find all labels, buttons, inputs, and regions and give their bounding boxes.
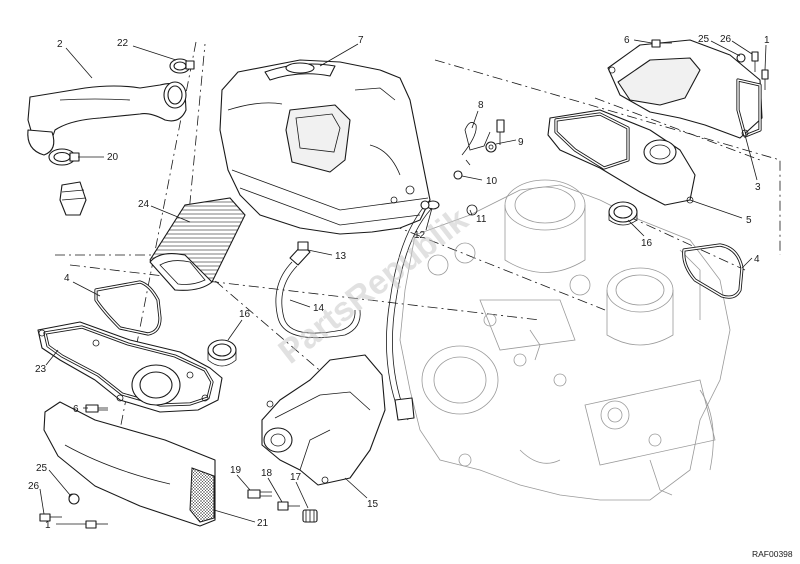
callout-17: 17 xyxy=(290,472,302,483)
callout-3: 3 xyxy=(755,182,761,193)
callout-20: 20 xyxy=(107,152,119,163)
callout-16-left: 16 xyxy=(239,309,251,320)
air-filter xyxy=(149,197,246,291)
sensor-fitting xyxy=(59,181,87,216)
callout-leader-lines xyxy=(39,39,767,525)
drain-hose xyxy=(386,199,440,421)
fasteners-left xyxy=(39,493,108,529)
side-cover-panel xyxy=(43,401,216,527)
callout-4-left: 4 xyxy=(64,273,70,284)
hose-clamp-lower xyxy=(48,148,80,166)
callout-25-left: 25 xyxy=(36,463,48,474)
callout-9: 9 xyxy=(518,137,524,148)
right-upper-cover xyxy=(607,39,763,139)
rubber-grommet-left xyxy=(207,339,237,367)
gasket-left xyxy=(94,280,162,336)
callout-1-right: 1 xyxy=(764,35,770,46)
callout-26-left: 26 xyxy=(28,481,40,492)
callout-8: 8 xyxy=(478,100,484,111)
callout-16-right: 16 xyxy=(641,238,653,249)
small-fittings xyxy=(420,119,505,216)
screw-left-6 xyxy=(85,404,108,413)
callout-26-right: 26 xyxy=(720,34,732,45)
callout-1-left: 1 xyxy=(45,520,51,531)
callout-11: 11 xyxy=(476,214,487,225)
breather-hose xyxy=(275,241,361,339)
callout-labels: 2 22 20 7 24 8 9 10 11 12 13 14 4 16 23 … xyxy=(28,34,770,531)
throttle-cover xyxy=(261,354,386,486)
callout-13: 13 xyxy=(335,251,347,262)
airbox-tank xyxy=(219,59,431,235)
callout-21: 21 xyxy=(257,518,269,529)
callout-7: 7 xyxy=(358,35,364,46)
callout-19: 19 xyxy=(230,465,242,476)
callout-25-right: 25 xyxy=(698,34,710,45)
engine-assembly xyxy=(399,179,731,501)
gasket-right xyxy=(682,243,744,299)
callout-6-right: 6 xyxy=(624,35,630,46)
callout-24: 24 xyxy=(138,199,150,210)
hose-clamp-upper xyxy=(169,58,195,74)
callout-15: 15 xyxy=(367,499,379,510)
callout-4-right: 4 xyxy=(754,254,760,265)
drawing-code: RAF00398 xyxy=(752,549,793,559)
callout-23: 23 xyxy=(35,364,47,375)
callout-14: 14 xyxy=(313,303,325,314)
right-mid-cover xyxy=(547,109,696,206)
callout-22: 22 xyxy=(117,38,129,49)
callout-12: 12 xyxy=(414,230,426,241)
fasteners-center xyxy=(247,489,318,523)
callout-6-left: 6 xyxy=(73,404,79,415)
callout-2: 2 xyxy=(57,39,63,50)
filter-cover-frame xyxy=(37,321,223,413)
callout-18: 18 xyxy=(261,468,273,479)
intake-duct-pipe xyxy=(27,81,187,156)
rubber-grommet-right xyxy=(608,201,638,226)
callout-5: 5 xyxy=(746,215,752,226)
callout-10: 10 xyxy=(486,176,498,187)
fasteners-right xyxy=(651,39,769,90)
